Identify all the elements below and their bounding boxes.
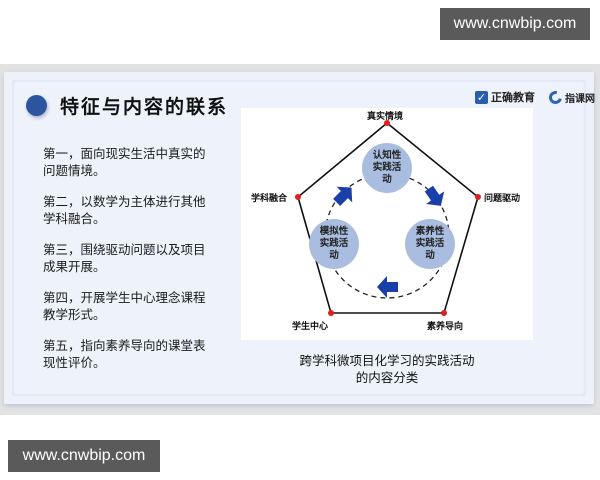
caption-line: 跨学科微项目化学习的实践活动: [299, 353, 475, 368]
circle-literacy: [405, 219, 455, 269]
brand-zhike: 指课网: [565, 93, 595, 105]
point-line: 第三，围绕驱动问题以及项目: [43, 242, 206, 257]
watermark-top: www.cnwbip.com: [440, 8, 590, 40]
circle-text: 动: [382, 174, 392, 185]
point-line: 成果开展。: [43, 259, 106, 274]
pentagon-diagram: [295, 120, 481, 316]
point-line: 第四，开展学生中心理念课程: [43, 290, 206, 305]
circle-cognitive: [362, 143, 412, 193]
vertex-label-right: 问题驱动: [484, 194, 521, 204]
brand-zhengque: 正确教育: [491, 91, 535, 104]
list-item: 第二，以数学为主体进行其他 学科融合。: [43, 193, 223, 227]
point-line: 第一，面向现实生活中真实的: [43, 146, 206, 161]
point-line: 第二，以数学为主体进行其他: [43, 194, 206, 209]
circle-text: 实践活: [319, 238, 349, 249]
point-line: 现性评价。: [43, 355, 106, 370]
arrow-icon-upper-right: [424, 185, 445, 206]
circle-label-cognitive: 认知性 实践活 动: [363, 150, 411, 186]
circle-text: 实践活: [415, 238, 445, 249]
circle-label-simulation: 模拟性 实践活 动: [310, 226, 358, 262]
circle-text: 模拟性: [319, 226, 349, 237]
check-icon: ✓: [475, 90, 488, 104]
vertex-dot-top: [384, 120, 390, 126]
circle-text: 动: [425, 250, 435, 261]
diagram-panel: 真实情境 问题驱动 素养导向 学生中心 学科融合 认知性 实践活 动 模拟性 实…: [241, 108, 533, 340]
vertex-label-left: 学科融合: [251, 194, 288, 204]
caption-line: 的内容分类: [355, 370, 419, 385]
vertex-dot-left: [295, 194, 301, 200]
vertex-label-top: 真实情境: [367, 112, 404, 122]
arrow-icon-bottom: [377, 276, 398, 298]
circle-label-literacy: 素养性 实践活 动: [406, 226, 454, 262]
list-item: 第一，面向现实生活中真实的 问题情境。: [43, 145, 223, 179]
circle-text: 实践活: [372, 162, 402, 173]
vertex-dot-bottom-right: [441, 310, 447, 316]
vertex-dot-bottom-left: [328, 310, 334, 316]
logos: ✓ 正确教育 指课网: [475, 88, 595, 106]
point-line: 第五，指向素养导向的课堂表: [43, 338, 206, 353]
arrow-icon-upper-left: [333, 186, 353, 206]
zhike-logo-icon: [546, 88, 565, 106]
point-line: 问题情境。: [43, 163, 106, 178]
title-bullet-icon: [26, 95, 47, 116]
vertex-dot-right: [475, 194, 481, 200]
list-item: 第四，开展学生中心理念课程 教学形式。: [43, 289, 223, 323]
circle-text: 动: [329, 250, 339, 261]
list-item: 第五，指向素养导向的课堂表 现性评价。: [43, 337, 223, 371]
circle-text: 素养性: [415, 226, 445, 237]
point-line: 教学形式。: [43, 307, 106, 322]
pentagon-outline: [297, 121, 479, 314]
list-item: 第三，围绕驱动问题以及项目 成果开展。: [43, 241, 223, 275]
vertex-label-bottom-left: 学生中心: [292, 322, 329, 332]
point-line: 学科融合。: [43, 211, 106, 226]
slide-title: 特征与内容的联系: [60, 96, 229, 118]
diagram-caption: 跨学科微项目化学习的实践活动 的内容分类: [241, 352, 533, 386]
vertex-label-bottom-right: 素养导向: [427, 322, 464, 332]
circle-text: 认知性: [372, 150, 402, 161]
feature-list: 第一，面向现实生活中真实的 问题情境。 第二，以数学为主体进行其他 学科融合。 …: [43, 145, 223, 385]
circle-simulation: [309, 219, 359, 269]
watermark-bottom: www.cnwbip.com: [8, 440, 160, 472]
